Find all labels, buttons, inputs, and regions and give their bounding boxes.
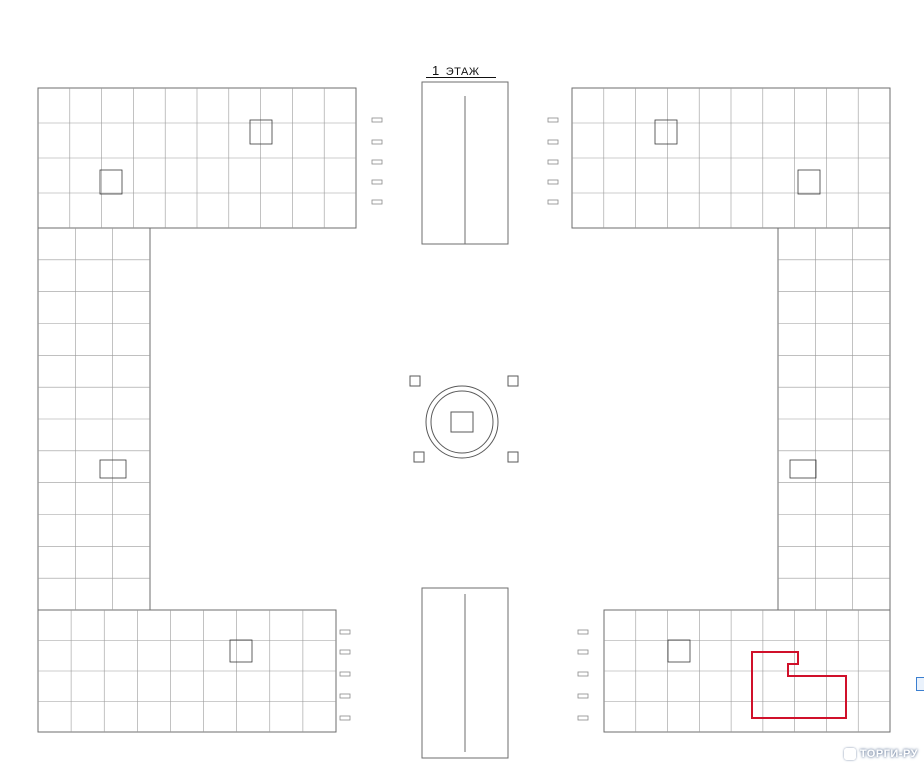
marker	[577, 629, 589, 635]
marker	[339, 629, 351, 635]
stair-block	[99, 459, 127, 479]
marker	[339, 671, 351, 677]
central-pavilion	[409, 375, 519, 463]
parking-ramps	[421, 81, 509, 759]
stair-block	[654, 119, 678, 145]
floor-number: 1	[432, 63, 440, 78]
marker	[577, 715, 589, 721]
pavilion-post	[409, 375, 421, 387]
stair-block	[229, 639, 253, 663]
marker	[547, 199, 559, 205]
ramp-markers	[339, 117, 589, 721]
watermark: ТОРГИ-РУ	[843, 748, 918, 760]
building-outline	[37, 87, 891, 733]
stair-block	[249, 119, 273, 145]
marker	[577, 671, 589, 677]
stair-block	[667, 639, 691, 663]
marker	[371, 179, 383, 185]
ramp-bottom	[421, 587, 509, 759]
title-underline	[426, 77, 496, 78]
torgi-logo-icon	[843, 748, 856, 760]
floor-label: ЭТАЖ	[445, 66, 480, 78]
marker	[577, 649, 589, 655]
marker	[577, 693, 589, 699]
marker	[339, 715, 351, 721]
pavilion-post	[507, 375, 519, 387]
marker	[371, 139, 383, 145]
room-partitions	[38, 88, 890, 732]
marker	[339, 693, 351, 699]
floor-title: 1 ЭТАЖ	[426, 63, 522, 78]
marker	[371, 199, 383, 205]
marker	[547, 179, 559, 185]
stair-block	[99, 169, 123, 195]
stair-blocks	[99, 119, 821, 663]
side-panel-tab[interactable]	[916, 677, 924, 691]
pavilion-post	[507, 451, 519, 463]
marker	[547, 139, 559, 145]
stair-block	[789, 459, 817, 479]
marker	[547, 159, 559, 165]
marker	[371, 159, 383, 165]
marker	[371, 117, 383, 123]
pavilion-post	[413, 451, 425, 463]
marker	[547, 117, 559, 123]
marker	[339, 649, 351, 655]
stair-block	[797, 169, 821, 195]
highlighted-premises	[751, 651, 847, 719]
watermark-text: ТОРГИ-РУ	[859, 748, 918, 760]
